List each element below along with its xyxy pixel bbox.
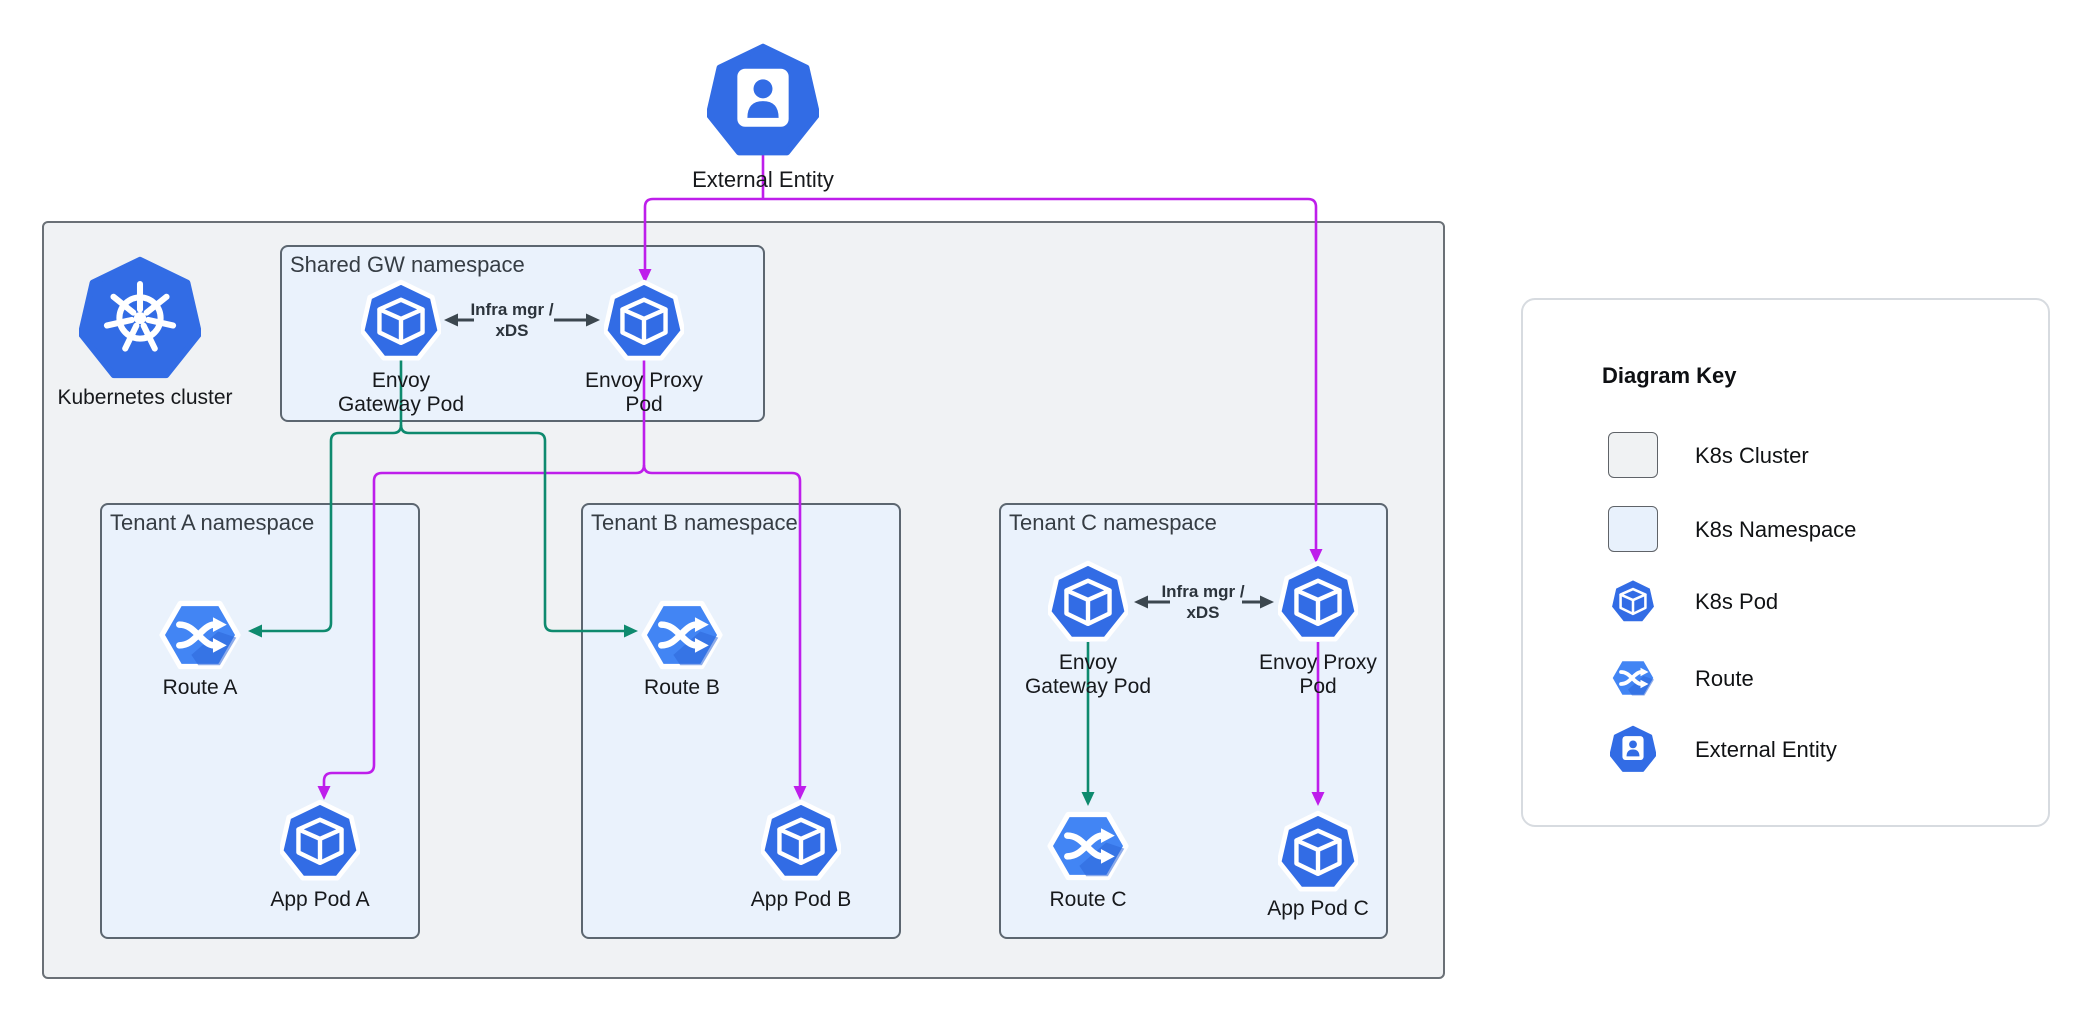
app-pod-c-icon	[1278, 810, 1358, 893]
tenant-c-envoy-proxy-pod-icon	[1278, 560, 1358, 643]
shared-infra-mgr-xds-label: Infra mgr / xDS	[452, 299, 572, 341]
tenant-c-envoy-gateway-pod-icon	[1048, 560, 1128, 643]
label-line: Envoy Proxy	[585, 369, 703, 392]
shared-envoy-proxy-pod-label: Envoy Proxy Pod	[554, 369, 734, 417]
external-entity-key-icon	[1610, 725, 1656, 772]
tenant-a-namespace-title: Tenant A namespace	[110, 510, 315, 535]
route-b-label: Route B	[644, 676, 720, 699]
route-b-icon	[638, 597, 726, 673]
tenant-a-namespace-box	[100, 503, 420, 939]
k8s-pod-icon	[1610, 577, 1656, 625]
key-item-label: K8s Cluster	[1695, 443, 1809, 468]
kubernetes-cluster-label: Kubernetes cluster	[57, 386, 233, 409]
diagram-key-title: Diagram Key	[1602, 363, 1737, 388]
key-item-label: K8s Pod	[1695, 589, 1779, 614]
tenant-c-envoy-gateway-pod-label: Envoy Gateway Pod	[998, 651, 1178, 699]
app-pod-c-label: App Pod C	[1267, 897, 1369, 920]
route-a-icon	[156, 597, 244, 673]
app-pod-b-icon	[761, 799, 841, 882]
label-line: Infra mgr /	[1161, 582, 1245, 601]
route-a-label: Route A	[162, 676, 238, 699]
route-c-icon	[1044, 808, 1132, 884]
shared-envoy-proxy-pod-icon	[604, 279, 684, 362]
external-entity-icon	[707, 42, 819, 158]
k8s-cluster-swatch	[1608, 432, 1658, 478]
external-entity-label: External Entity	[692, 167, 834, 192]
route-icon	[1609, 657, 1657, 699]
label-line: xDS	[495, 321, 529, 340]
label-line: Infra mgr /	[470, 300, 554, 319]
app-pod-b-label: App Pod B	[750, 888, 852, 911]
diagram-key-panel	[1521, 298, 2050, 827]
shared-gw-namespace-title: Shared GW namespace	[290, 252, 525, 277]
tenant-c-envoy-proxy-pod-label: Envoy Proxy Pod	[1228, 651, 1408, 699]
label-line: Gateway Pod	[1024, 675, 1152, 698]
shared-envoy-gateway-pod-icon	[361, 279, 441, 362]
key-item-label: K8s Namespace	[1695, 517, 1857, 542]
label-line: Envoy	[1058, 651, 1118, 674]
app-pod-a-icon	[280, 799, 360, 882]
label-line: Envoy Proxy	[1259, 651, 1377, 674]
label-line: xDS	[1186, 603, 1220, 622]
tenant-c-infra-mgr-xds-label: Infra mgr / xDS	[1143, 581, 1263, 623]
key-item-label: Route	[1695, 666, 1754, 691]
key-item-label: External Entity	[1695, 737, 1837, 762]
label-line: Pod	[625, 393, 663, 416]
route-c-label: Route C	[1049, 888, 1127, 911]
app-pod-a-label: App Pod A	[270, 888, 370, 911]
shared-gw-namespace-box	[280, 245, 765, 422]
label-line: Gateway Pod	[337, 393, 465, 416]
label-line: Pod	[1299, 675, 1337, 698]
kubernetes-logo-icon	[79, 255, 201, 381]
tenant-c-namespace-title: Tenant C namespace	[1009, 510, 1217, 535]
tenant-b-namespace-title: Tenant B namespace	[591, 510, 798, 535]
shared-envoy-gateway-pod-label: Envoy Gateway Pod	[311, 369, 491, 417]
label-line: Envoy	[371, 369, 431, 392]
k8s-namespace-swatch	[1608, 506, 1658, 552]
tenant-b-namespace-box	[581, 503, 901, 939]
